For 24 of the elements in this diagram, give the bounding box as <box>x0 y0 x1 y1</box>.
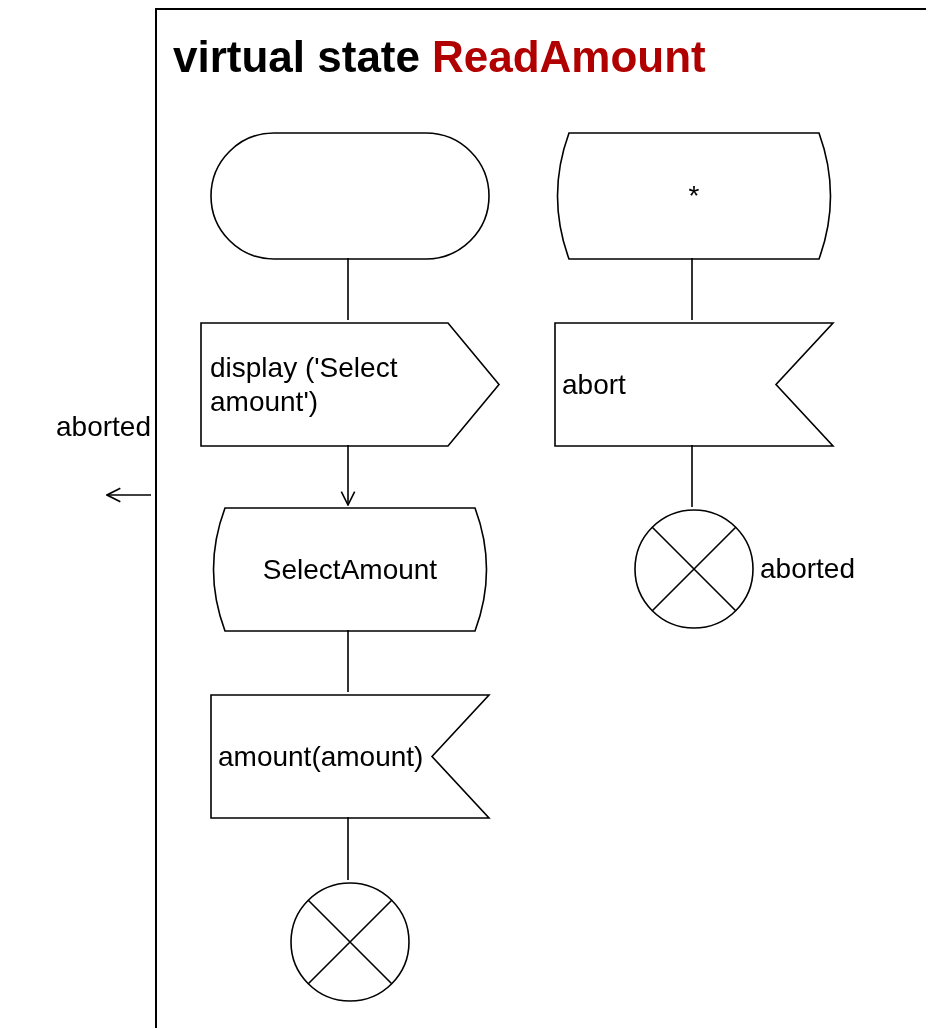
node-label: display ('Select amount') <box>210 350 399 419</box>
node-label: abort <box>562 367 626 402</box>
node-label: amount(amount) <box>218 739 424 774</box>
output-symbol <box>200 322 500 447</box>
frame-title: virtual state <box>173 32 420 81</box>
state-name: ReadAmount <box>432 32 706 81</box>
stop-symbol <box>634 509 754 629</box>
node-label: SelectAmount <box>262 552 438 587</box>
state-symbol <box>210 507 490 632</box>
connector-line <box>691 444 693 508</box>
arrow <box>106 487 152 503</box>
connector-line <box>691 257 693 321</box>
node-label: * <box>688 179 700 213</box>
node-caption: aborted <box>760 552 855 586</box>
connector-line <box>347 257 349 321</box>
state-symbol <box>554 132 834 260</box>
start-symbol <box>210 132 490 260</box>
input-symbol <box>210 694 490 819</box>
connector-line <box>347 629 349 693</box>
connector-line <box>347 816 349 881</box>
stop-symbol <box>290 882 410 1002</box>
state-frame <box>155 8 926 1028</box>
input-symbol <box>554 322 834 447</box>
arrow <box>340 444 356 506</box>
